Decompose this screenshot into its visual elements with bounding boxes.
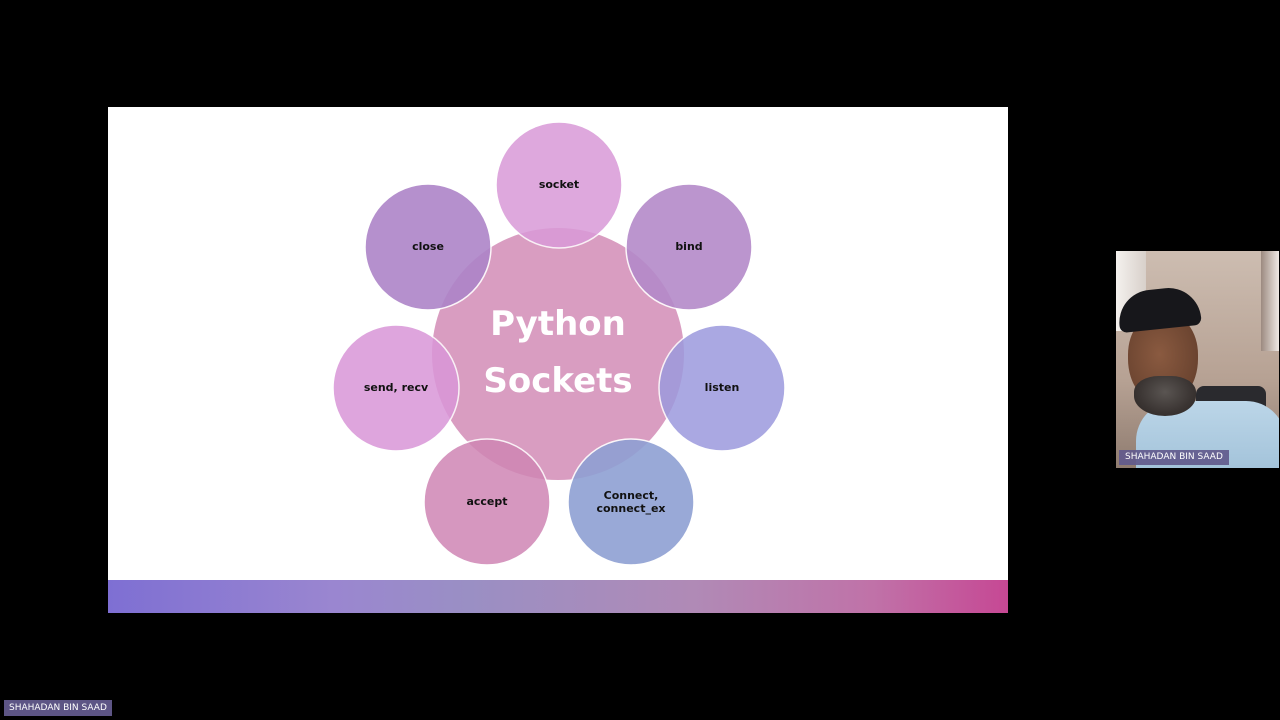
node-connect-label-line2: connect_ex: [596, 502, 665, 515]
node-bind-label: bind: [675, 240, 702, 253]
participant-video-tile[interactable]: SHAHADAN BIN SAAD: [1116, 251, 1279, 468]
node-close-label: close: [412, 240, 444, 253]
node-socket-circle: [495, 121, 623, 249]
participant-name-tag: SHAHADAN BIN SAAD: [1119, 450, 1229, 465]
node-connect-label-line1: Connect,: [604, 489, 659, 502]
node-close-circle: [364, 183, 492, 311]
node-listen-label: listen: [705, 381, 740, 394]
node-connect-circle: [567, 438, 695, 566]
node-accept-circle: [423, 438, 551, 566]
presenter-name-tag: SHAHADAN BIN SAAD: [4, 700, 112, 716]
node-listen-circle: [658, 324, 786, 452]
center-circle: [432, 228, 684, 480]
participant-beard: [1134, 376, 1196, 416]
node-bind-circle: [625, 183, 753, 311]
slide-gradient-band: [108, 580, 1008, 613]
shared-slide: Python Sockets socket bind listen Connec…: [108, 107, 1008, 613]
node-send-recv-label: send, recv: [364, 381, 429, 394]
video-window-light-right: [1261, 251, 1279, 351]
node-socket-label: socket: [539, 178, 579, 191]
node-accept-label: accept: [466, 495, 507, 508]
socket-diagram: Python Sockets socket bind listen Connec…: [332, 121, 786, 566]
center-title-line2: Sockets: [483, 361, 632, 401]
node-send-recv-circle: [332, 324, 460, 452]
center-title-line1: Python: [490, 304, 626, 344]
